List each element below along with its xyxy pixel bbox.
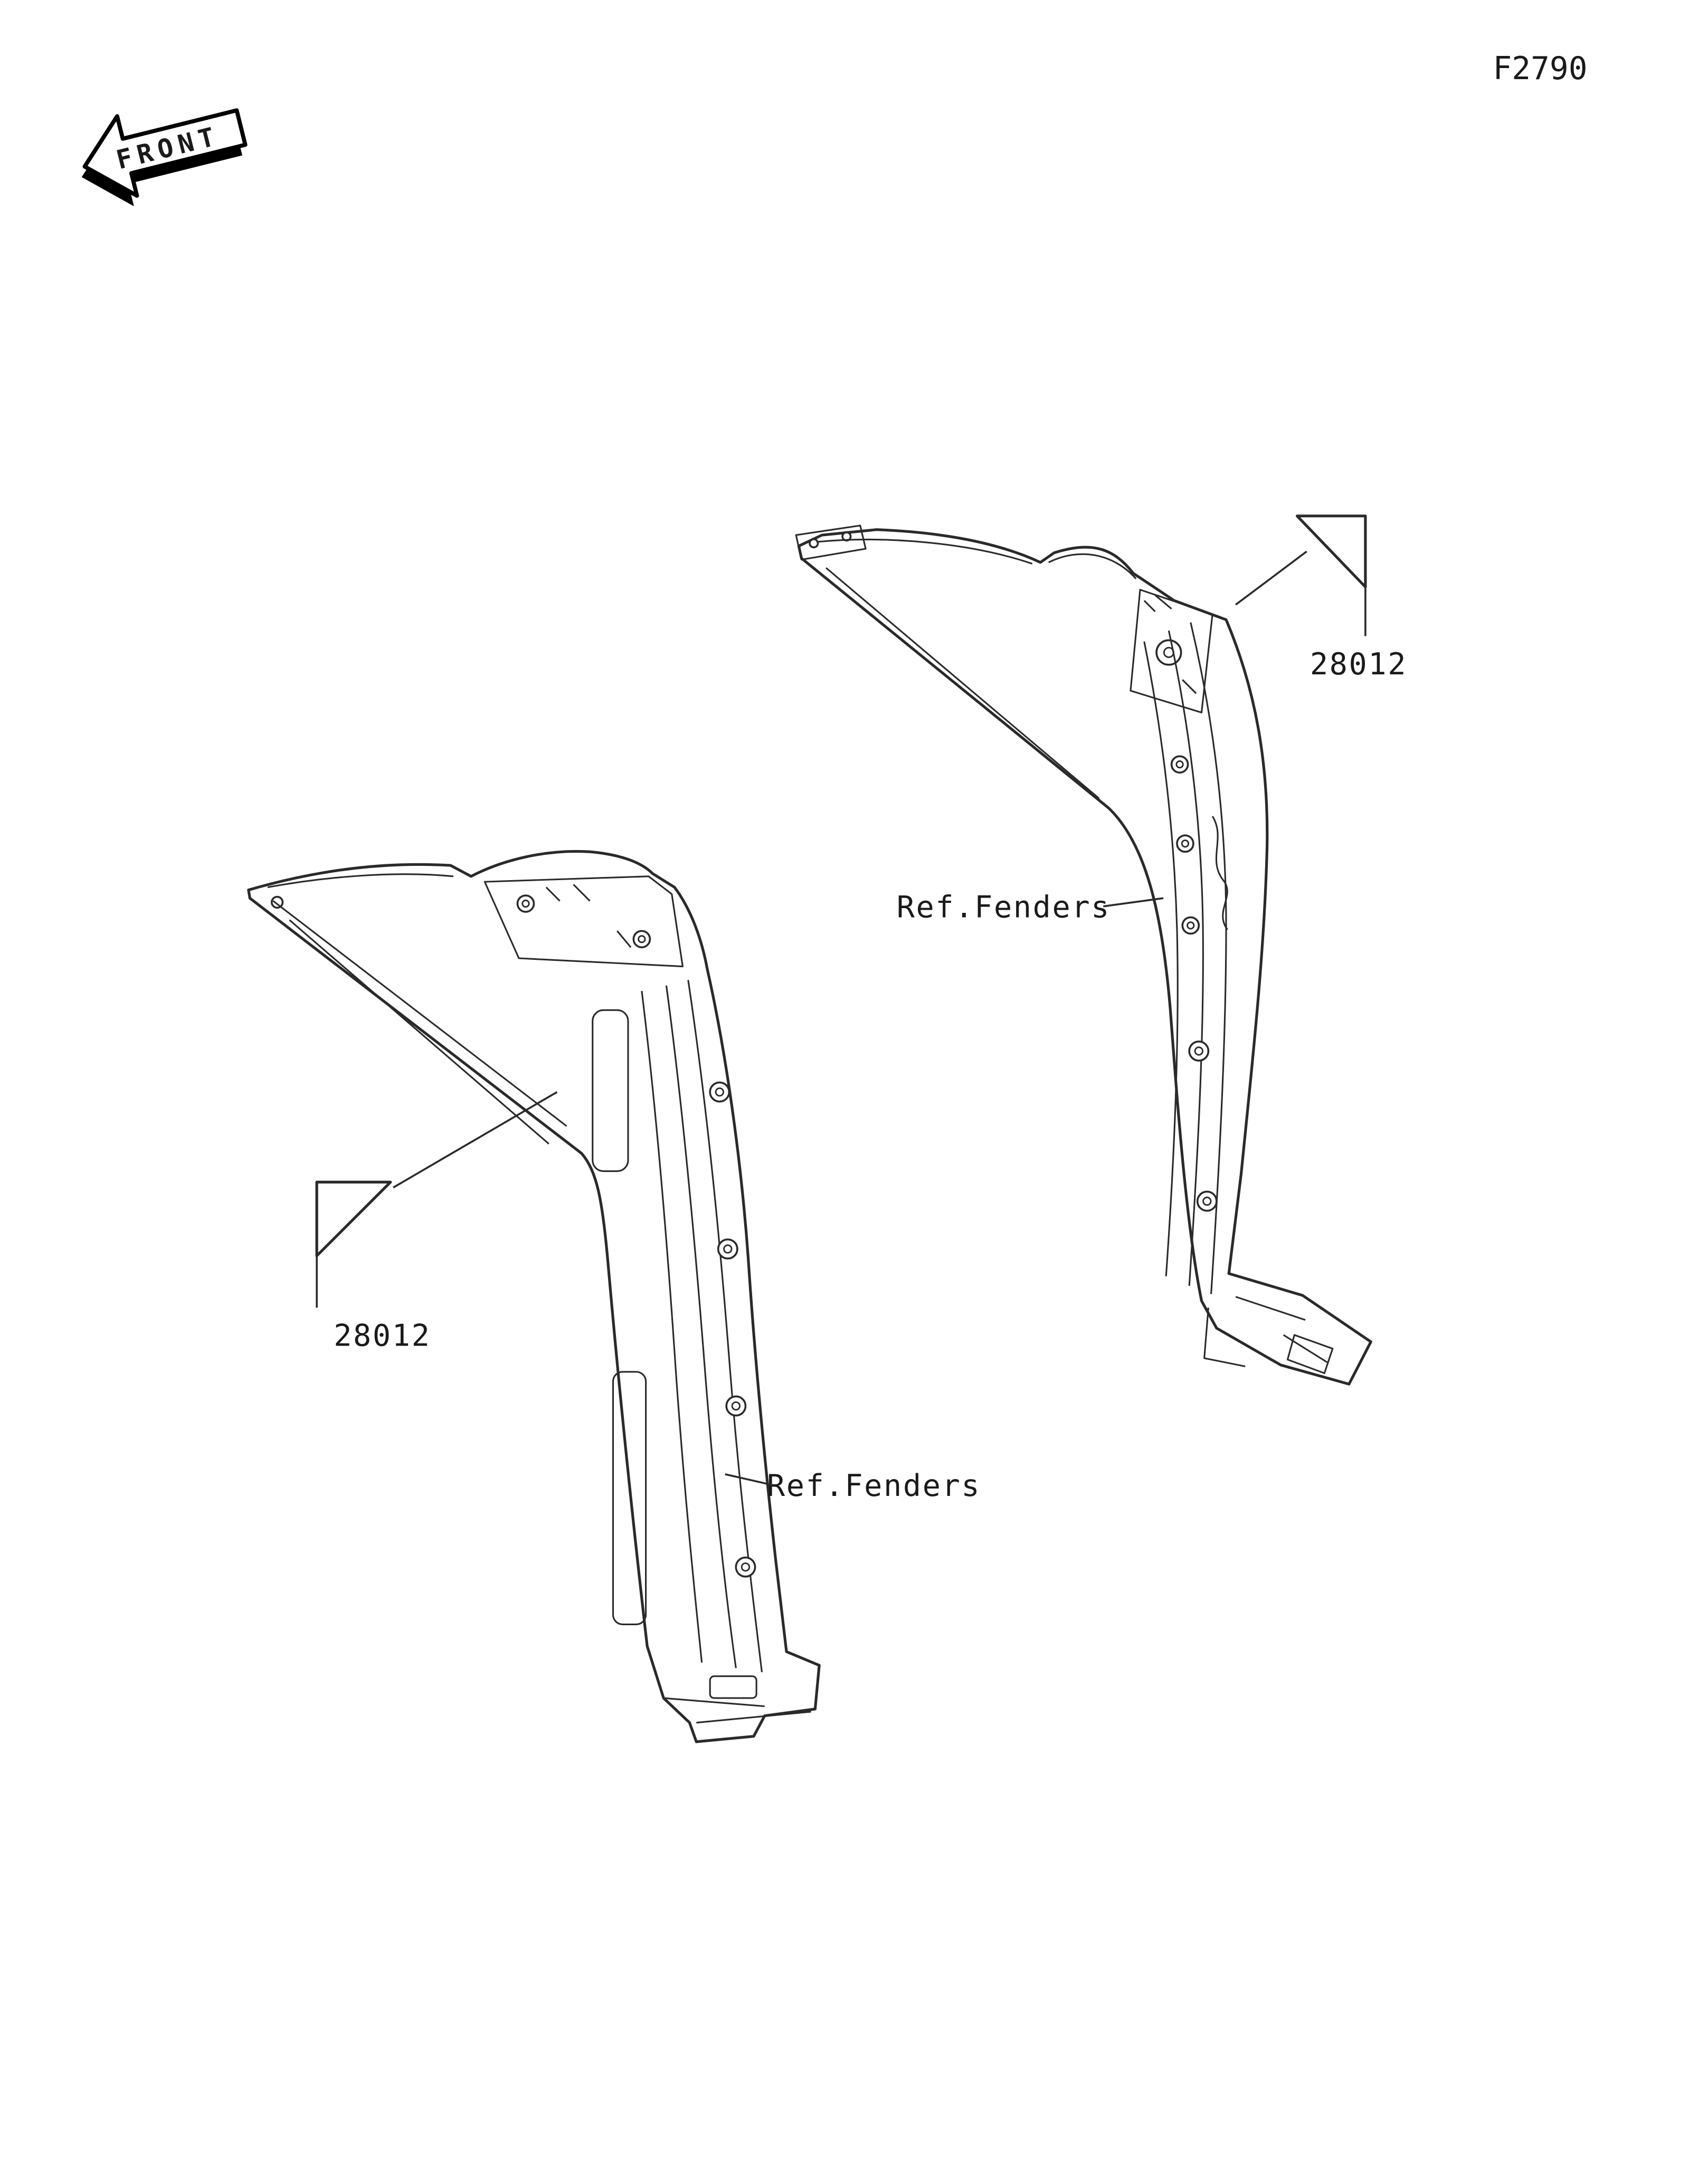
part-left-bottom-tab xyxy=(709,1675,757,1699)
leader-line xyxy=(1103,897,1164,908)
part-right-cable xyxy=(1211,816,1228,930)
part-right-top-inner-line xyxy=(816,538,1033,565)
ref-fenders-label-right: Ref.Fenders xyxy=(897,890,1164,924)
part-left-plate-grommet-center xyxy=(521,899,530,908)
part-right-contour xyxy=(1190,622,1227,1294)
part-left-arm-inner-line xyxy=(289,919,549,1145)
ref-fenders-text: Ref.Fenders xyxy=(767,1468,981,1503)
part-right-hump-line xyxy=(1048,553,1137,579)
leader-line xyxy=(1235,550,1307,606)
part-right-bottom-tab xyxy=(1286,1334,1334,1374)
part-left-upper-pocket xyxy=(592,1009,629,1172)
callout-28012-right: 28012 xyxy=(1235,514,1407,682)
part-left-contour xyxy=(687,980,763,1673)
part-number-label: 28012 xyxy=(1310,647,1407,682)
part-left-lower-panel xyxy=(612,1371,647,1625)
part-right-contour xyxy=(1143,641,1179,1276)
part-left-contour xyxy=(641,990,703,1663)
part-right-outline xyxy=(797,528,1372,1386)
reflector-triangle-icon xyxy=(1295,514,1367,588)
part-left-arm-inner-line xyxy=(272,900,567,1127)
front-arrow-icon xyxy=(82,108,248,198)
part-right-tip-bracket xyxy=(795,524,867,561)
part-right-top-plate xyxy=(1130,588,1213,713)
part-left-contour xyxy=(665,985,737,1668)
leader-line xyxy=(393,1091,558,1189)
front-arrow: FRONT xyxy=(81,108,248,206)
part-left-plate-grommet-center xyxy=(638,935,646,943)
callout-28012-left: 28012 xyxy=(315,1091,558,1353)
part-left-plate-grommet xyxy=(632,930,651,949)
part-diagram-right xyxy=(795,524,1372,1386)
part-left-outline xyxy=(247,850,821,1743)
leader-line xyxy=(725,1473,773,1486)
part-number-label: 28012 xyxy=(334,1319,431,1353)
part-left-bottom-bracket xyxy=(663,1697,811,1724)
part-diagram-left xyxy=(247,850,821,1743)
part-left-top-inner-line xyxy=(267,873,454,889)
reflector-triangle-icon xyxy=(315,1180,392,1257)
figure-code: F2790 xyxy=(1493,51,1587,87)
ref-fenders-label-left: Ref.Fenders xyxy=(725,1468,981,1503)
part-left-clips xyxy=(709,1081,756,1578)
part-right-plate-hatch xyxy=(1143,594,1197,694)
part-right-arm-inner-line xyxy=(825,567,1100,799)
ref-fenders-text: Ref.Fenders xyxy=(897,890,1111,924)
part-right-clips xyxy=(1170,755,1218,1212)
part-right-tip-hole xyxy=(809,538,819,549)
part-right-bottom-bracket xyxy=(1203,1296,1328,1368)
part-right-plate-grommet xyxy=(1155,639,1182,666)
part-left-tip-hole xyxy=(270,895,284,909)
part-right-contour xyxy=(1168,630,1204,1286)
part-left-top-plate xyxy=(483,875,684,968)
part-left-plate-grommet xyxy=(516,894,535,913)
part-left-plate-hatch xyxy=(545,884,632,948)
